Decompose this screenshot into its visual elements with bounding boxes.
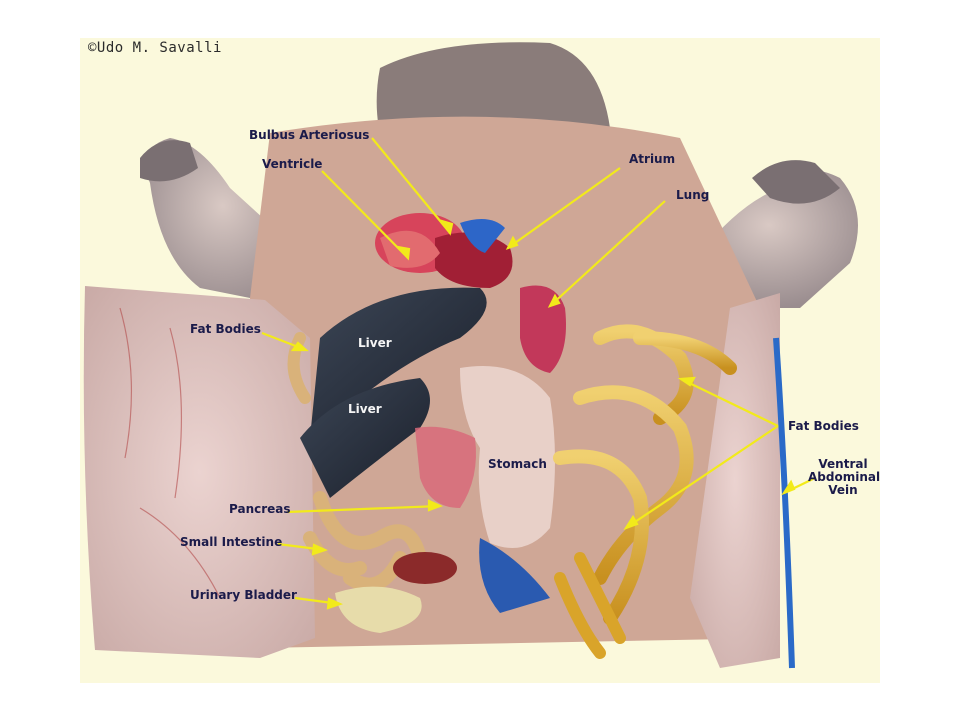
liver-lower-lobe bbox=[300, 378, 430, 498]
label-atrium: Atrium bbox=[629, 152, 676, 166]
photo-frame: ©Udo M. Savalli Bulbus Arteriosus Ventri… bbox=[80, 38, 880, 683]
right-hand bbox=[752, 160, 840, 204]
left-hand bbox=[140, 140, 198, 182]
fat-bodies-right bbox=[553, 324, 737, 625]
label-liver-upper: Liver bbox=[358, 336, 392, 350]
label-small-intestine: Small Intestine bbox=[180, 535, 283, 549]
dissected-frog-photo bbox=[83, 42, 858, 669]
urinary-bladder bbox=[335, 586, 422, 633]
pancreas bbox=[415, 426, 476, 508]
label-ventricle: Ventricle bbox=[262, 157, 323, 171]
lung bbox=[520, 285, 566, 373]
blue-vessel bbox=[460, 219, 505, 253]
label-stomach: Stomach bbox=[488, 457, 547, 471]
label-liver-lower: Liver bbox=[348, 402, 382, 416]
atrium bbox=[435, 232, 513, 288]
label-bulbus-arteriosus: Bulbus Arteriosus bbox=[249, 128, 370, 142]
right-skin-flap bbox=[690, 293, 780, 668]
ventral-abdominal-vein bbox=[773, 337, 795, 669]
label-urinary-bladder: Urinary Bladder bbox=[190, 588, 297, 602]
stomach bbox=[460, 366, 555, 548]
label-ventral-abdominal-vein: Ventral Abdominal Vein bbox=[808, 457, 880, 497]
blue-mesentery bbox=[479, 538, 550, 613]
left-skin-flap bbox=[83, 286, 315, 658]
label-ventral: Ventral bbox=[818, 457, 868, 471]
label-vein: Vein bbox=[828, 483, 858, 497]
label-fat-bodies-right: Fat Bodies bbox=[788, 419, 859, 433]
label-lung: Lung bbox=[676, 188, 710, 202]
label-abdominal: Abdominal bbox=[808, 470, 880, 484]
label-fat-bodies-left: Fat Bodies bbox=[190, 322, 261, 336]
label-pancreas: Pancreas bbox=[229, 502, 291, 516]
copyright-notice: ©Udo M. Savalli bbox=[88, 40, 222, 56]
